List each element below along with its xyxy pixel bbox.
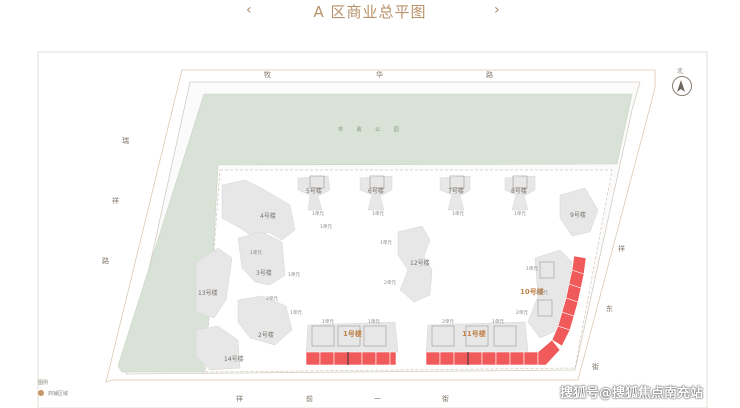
unit-label: 1单元 xyxy=(492,320,504,325)
road-south-char-4: 街 xyxy=(442,395,449,403)
building-3-label: 3号楼 xyxy=(256,270,272,277)
shop-strip-11 xyxy=(425,255,587,366)
unit-label: 2单元 xyxy=(442,320,454,325)
building-5-label: 5号楼 xyxy=(306,188,322,195)
unit-label: 1单元 xyxy=(320,225,332,230)
unit-label: 1单元 xyxy=(514,212,526,217)
compass-label: 北 xyxy=(677,68,684,75)
building-2-label: 2号楼 xyxy=(258,332,274,339)
road-north-char-2: 华 xyxy=(376,71,383,79)
prev-arrow-icon[interactable]: ‹ xyxy=(246,2,252,18)
road-east-char-2: 东 xyxy=(606,305,613,313)
unit-label: 1单元 xyxy=(452,212,464,217)
unit-label: 1单元 xyxy=(288,273,300,278)
road-west-char-2: 祥 xyxy=(112,197,119,205)
shop-strip-1 xyxy=(305,351,397,366)
unit-label: 1单元 xyxy=(322,320,334,325)
unit-label: 2单元 xyxy=(384,281,396,286)
unit-label: 1单元 xyxy=(312,212,324,217)
unit-label: 2单元 xyxy=(516,311,528,316)
building-7-label: 7号楼 xyxy=(448,188,464,195)
road-west-char-1: 瑞 xyxy=(122,137,129,145)
building-1-label: 1号楼 xyxy=(343,330,362,338)
unit-label: 1单元 xyxy=(526,267,538,272)
unit-label: 1单元 xyxy=(290,311,302,316)
building-6-label: 6号楼 xyxy=(368,188,384,195)
unit-outlines xyxy=(309,175,555,347)
shop-separators xyxy=(347,352,469,365)
building-4-label: 4号楼 xyxy=(260,213,276,220)
building-11-label: 11号楼 xyxy=(462,330,486,338)
road-outline xyxy=(105,69,656,383)
building-8-label: 8号楼 xyxy=(511,188,527,195)
building-14-label: 14号楼 xyxy=(224,356,244,363)
building-9-label: 9号楼 xyxy=(570,212,586,219)
watermark: 搜狐号@搜狐焦点南充站 xyxy=(560,386,704,401)
unit-label: 2单元 xyxy=(266,297,278,302)
header-bar: ‹ A 区商业总平图 › xyxy=(0,0,740,24)
road-south-char-3: 一 xyxy=(374,395,381,403)
unit-label: 1单元 xyxy=(368,320,380,325)
road-north-char-3: 路 xyxy=(486,71,493,79)
legend-title: 图例 xyxy=(38,380,49,386)
building-13-label: 13号楼 xyxy=(198,290,218,297)
compass-icon xyxy=(672,76,692,96)
unit-label: 1单元 xyxy=(250,251,262,256)
road-north-char-1: 牧 xyxy=(264,71,271,79)
site-boundary xyxy=(37,51,708,408)
unit-label: 2单元 xyxy=(536,291,548,296)
next-arrow-icon[interactable]: › xyxy=(494,2,500,18)
road-east-char-1: 祥 xyxy=(618,245,625,253)
park-label: 市 政 公 园 xyxy=(338,127,405,133)
road-west-char-3: 路 xyxy=(102,257,109,265)
unit-label: 1单元 xyxy=(380,241,392,246)
building-12-label: 12号楼 xyxy=(410,260,430,267)
page-title: A 区商业总平图 xyxy=(313,3,427,21)
building-10-label: 10号楼 xyxy=(520,288,544,296)
road-south-char-1: 祥 xyxy=(236,395,243,403)
legend-swatch xyxy=(38,390,44,396)
road-east-char-3: 街 xyxy=(592,363,599,371)
road-south-char-2: 前 xyxy=(306,395,313,403)
legend-item-label: 商铺区域 xyxy=(48,391,69,397)
unit-label: 1单元 xyxy=(372,212,384,217)
